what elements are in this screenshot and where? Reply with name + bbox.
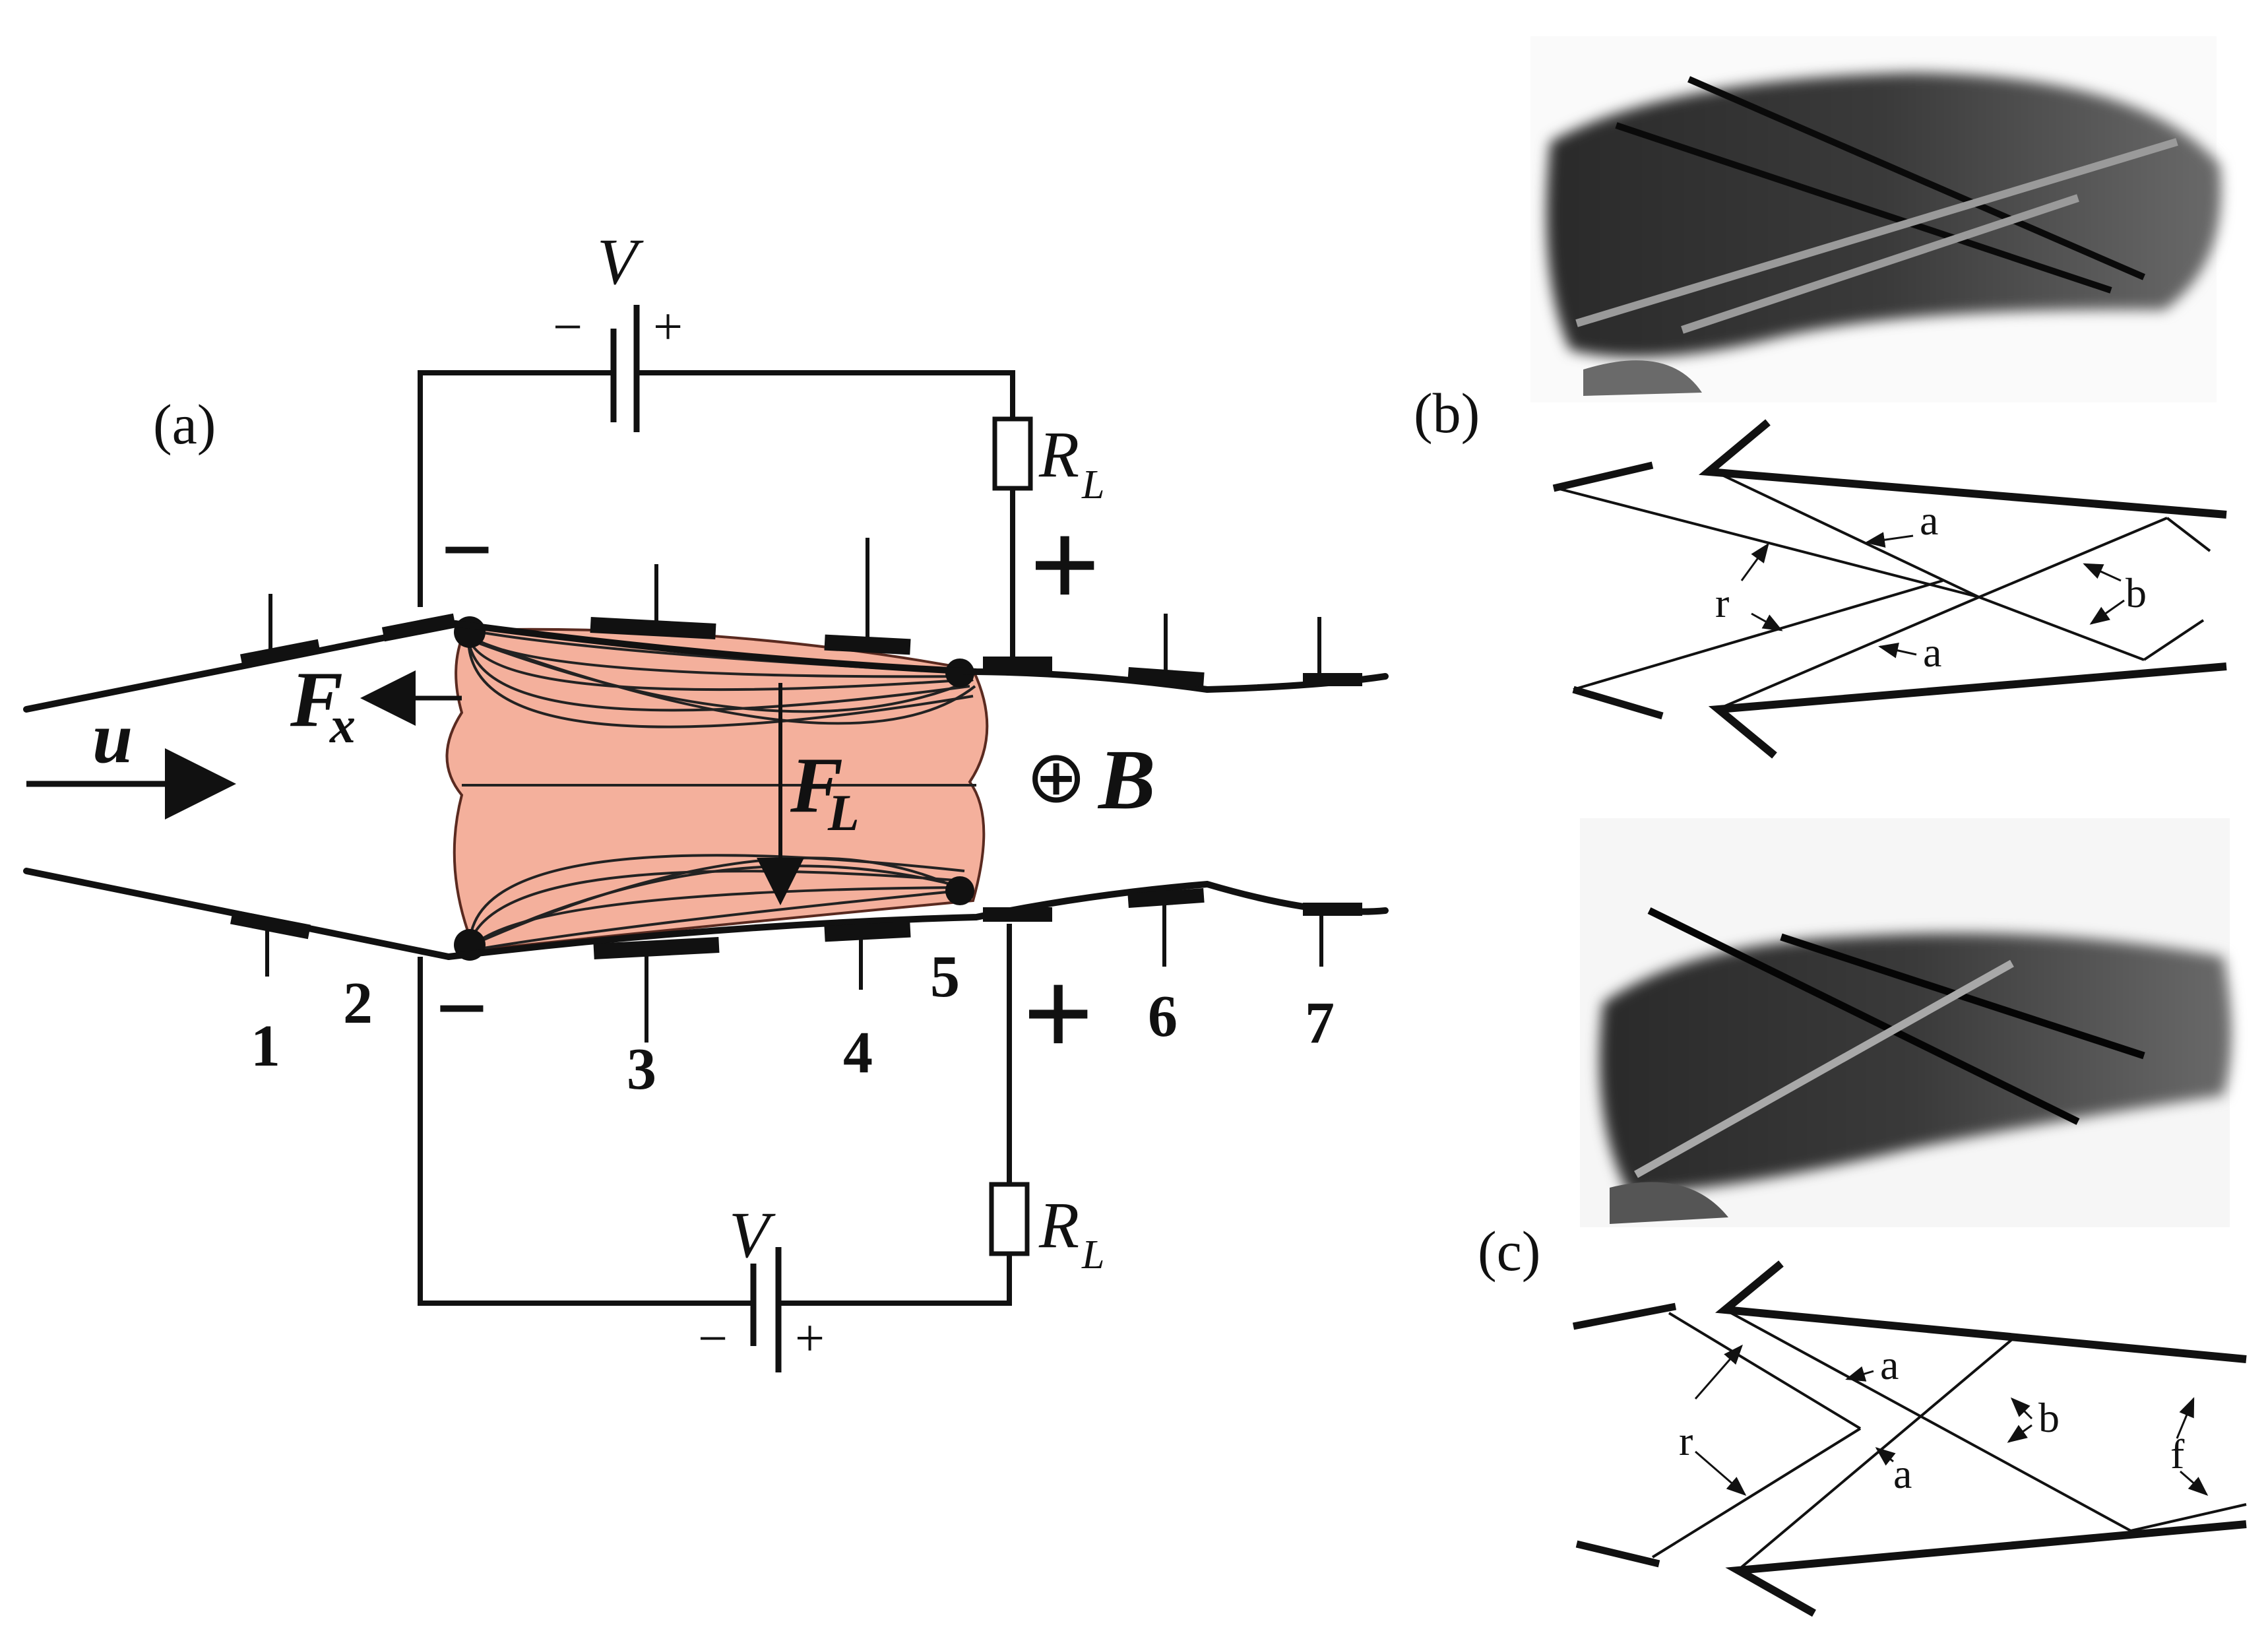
force-l-arrow: F L: [757, 683, 860, 905]
shock-diagram-c: [1572, 1260, 2247, 1617]
electrode-number-5: 5: [930, 944, 960, 1010]
schlieren-photo-c: [1580, 818, 2232, 1227]
top-battery-label: V: [597, 225, 644, 298]
bottom-circuit: [418, 924, 1030, 1372]
top-circuit: [418, 305, 1033, 660]
shock-b-label-r: r: [1715, 579, 1729, 626]
top-right-plus-sign: +: [1029, 496, 1100, 635]
shock-arrows-c: [1694, 1344, 2209, 1496]
electrode-number-2: 2: [343, 971, 373, 1036]
electrode-leads: [265, 538, 1323, 1043]
shock-c-label-r: r: [1679, 1417, 1693, 1464]
bottom-battery: V − +: [698, 1198, 825, 1368]
svg-text:F: F: [790, 741, 843, 829]
svg-text:R: R: [1038, 418, 1079, 491]
shock-b-label-a1: a: [1920, 497, 1938, 544]
svg-text:x: x: [329, 696, 356, 754]
electrode-numbers: 1 2 3 4 5 6 7: [251, 944, 1335, 1102]
shock-b-label-a2: a: [1923, 629, 1941, 676]
field-label: B: [1097, 732, 1156, 827]
field-symbol: ⊕: [1026, 737, 1087, 818]
bottom-battery-minus: −: [698, 1310, 728, 1368]
shock-arrows-b: [1740, 532, 2125, 659]
panel-label-a: (a): [153, 393, 216, 456]
shock-c-label-f: f: [2170, 1430, 2185, 1477]
electrode-number-3: 3: [627, 1037, 656, 1102]
top-battery-plus: +: [653, 298, 683, 356]
shock-c-label-a1: a: [1880, 1341, 1899, 1388]
electrode-number-7: 7: [1305, 990, 1335, 1056]
bottom-right-plus-sign: +: [1023, 945, 1094, 1083]
electrode-node-bottom-right: [945, 876, 974, 905]
flow-arrow: u: [26, 697, 236, 820]
svg-text:L: L: [1081, 1233, 1104, 1277]
shock-diagram-b: [1552, 419, 2227, 759]
flow-label: u: [92, 697, 133, 778]
bottom-resistor-label: R L: [1038, 1188, 1104, 1277]
top-resistor-label: R L: [1038, 418, 1104, 507]
svg-text:L: L: [1081, 463, 1104, 507]
electrode-number-1: 1: [251, 1013, 280, 1079]
schlieren-photo-b: [1530, 36, 2221, 402]
electrode-number-4: 4: [843, 1020, 873, 1085]
electrode-number-6: 6: [1148, 984, 1178, 1049]
shock-b-label-b: b: [2126, 569, 2147, 616]
force-x-arrow: F x: [290, 655, 462, 754]
electrode-plates: [230, 613, 1362, 959]
current-lines: [462, 629, 976, 951]
shock-c-label-a2: a: [1893, 1450, 1912, 1497]
bottom-battery-plus: +: [795, 1310, 825, 1368]
bottom-battery-label: V: [729, 1198, 776, 1271]
magnetic-field-label: ⊕ B: [1026, 732, 1156, 827]
top-left-minus-sign: −: [441, 499, 493, 601]
top-battery: V − +: [553, 225, 683, 356]
svg-text:R: R: [1038, 1188, 1079, 1262]
top-battery-minus: −: [553, 298, 583, 356]
shock-c-label-b: b: [2038, 1394, 2060, 1441]
bottom-left-minus-sign: −: [435, 957, 488, 1060]
panel-label-b: (b): [1414, 381, 1480, 445]
svg-text:L: L: [827, 784, 860, 841]
svg-text:F: F: [290, 655, 343, 743]
panel-label-c: (c): [1478, 1219, 1540, 1283]
